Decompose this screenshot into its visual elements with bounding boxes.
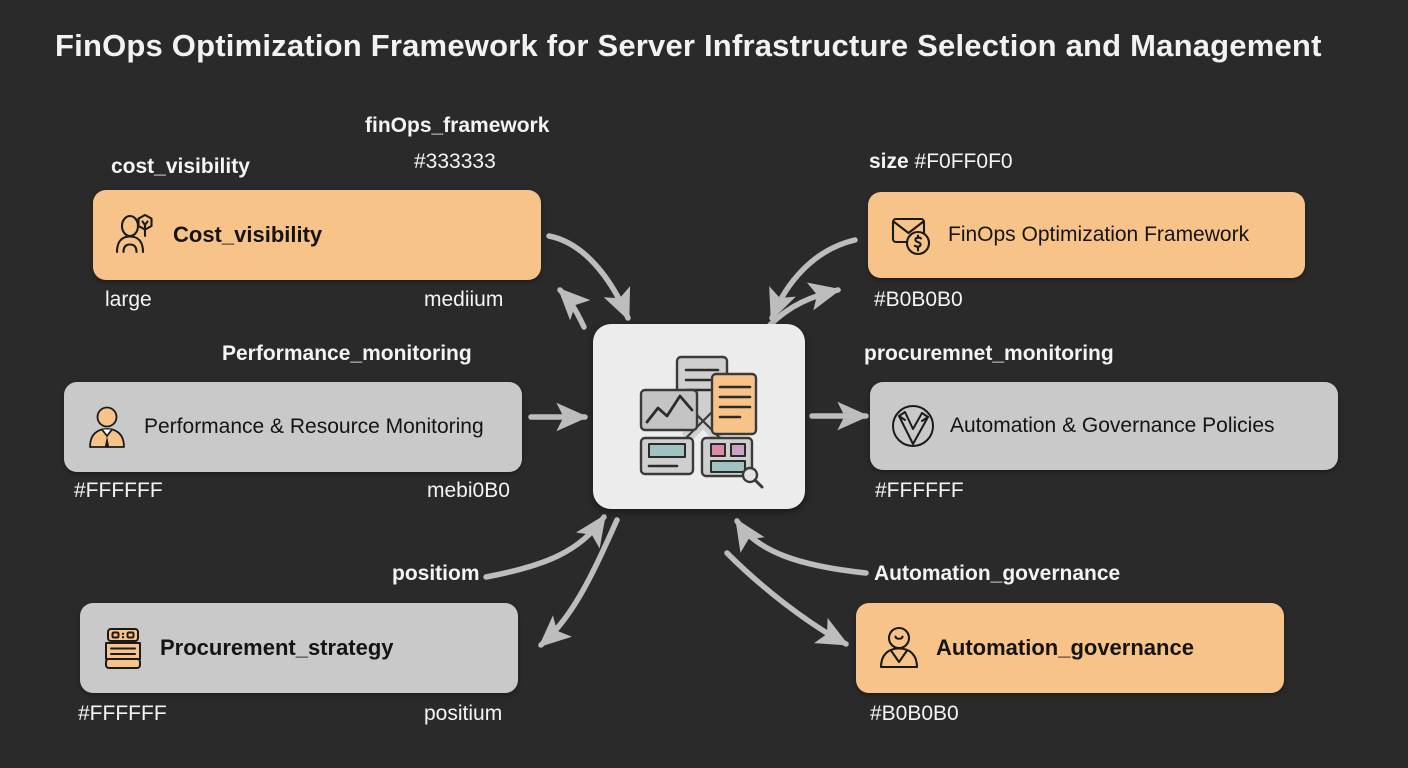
node-procuremnet-monitoring[interactable]: Automation & Governance Policies bbox=[870, 382, 1338, 470]
node-finops-framework-label: FinOps Optimization Framework bbox=[948, 223, 1250, 246]
edge-hub-to-automation-out bbox=[724, 550, 849, 647]
page-title: FinOps Optimization Framework for Server… bbox=[55, 28, 1322, 63]
automation-color-label: #B0B0B0 bbox=[870, 702, 959, 725]
node-procuremnet-monitoring-label: Automation & Governance Policies bbox=[950, 414, 1275, 437]
procurement-color-label: #FFFFFF bbox=[78, 702, 167, 725]
node-procurement-strategy-label: Procurement_strategy bbox=[160, 635, 394, 660]
node-automation-governance-label: Automation_governance bbox=[936, 635, 1194, 660]
procurement-strategy-key-label: positiom bbox=[392, 562, 480, 585]
cost-visibility-size-label: large bbox=[105, 288, 152, 311]
finops-size-caption: size #F0FF0F0 bbox=[869, 150, 1013, 174]
node-procurement-strategy[interactable]: Procurement_strategy bbox=[80, 603, 518, 693]
edge-hub-to-procurement-out bbox=[538, 517, 620, 648]
node-cost-visibility-label: Cost_visibility bbox=[173, 222, 323, 247]
edge-cost-visibility-to-hub-in bbox=[546, 233, 631, 322]
business-person-icon bbox=[80, 400, 134, 454]
server-rack-icon bbox=[96, 621, 150, 675]
node-automation-governance[interactable]: Automation_governance bbox=[856, 603, 1284, 693]
documents-charts-dashboard-icon bbox=[639, 355, 764, 488]
performance-mebi-label: mebi0B0 bbox=[427, 479, 510, 502]
finops-size-key: size bbox=[869, 150, 909, 173]
circle-check-swoosh-icon bbox=[886, 399, 940, 453]
procurement-positium-label: positium bbox=[424, 702, 503, 725]
node-performance-monitoring-label: Performance & Resource Monitoring bbox=[144, 415, 484, 438]
performance-monitoring-key-label: Performance_monitoring bbox=[222, 342, 472, 365]
edge-hub-to-cost-visibility-out bbox=[557, 287, 591, 330]
automation-governance-key-label: Automation_governance bbox=[874, 562, 1121, 585]
edge-procurement-to-hub-in bbox=[483, 514, 607, 580]
person-smile-icon bbox=[872, 621, 926, 675]
edge-hub-to-finops-out bbox=[767, 282, 842, 328]
procuremnet-color-label: #FFFFFF bbox=[875, 479, 964, 502]
finops-color-label: #B0B0B0 bbox=[874, 288, 963, 311]
cost-visibility-key-label: cost_visibility bbox=[111, 155, 250, 178]
envelope-dollar-icon bbox=[884, 208, 938, 262]
finops-framework-value-label: #333333 bbox=[414, 150, 496, 173]
node-cost-visibility[interactable]: Cost_visibility bbox=[93, 190, 541, 280]
procuremnet-monitoring-key-label: procuremnet_monitoring bbox=[864, 342, 1114, 365]
central-dashboard-hub[interactable] bbox=[593, 324, 805, 509]
node-performance-monitoring[interactable]: Performance & Resource Monitoring bbox=[64, 382, 522, 472]
node-finops-framework[interactable]: FinOps Optimization Framework bbox=[868, 192, 1305, 278]
cost-visibility-medium-label: mediium bbox=[424, 288, 504, 311]
edge-automation-to-hub-in bbox=[734, 518, 869, 576]
finops-framework-key-label: finOps_framework bbox=[365, 114, 550, 137]
person-with-badge-icon bbox=[109, 208, 163, 262]
edge-finops-to-hub-in bbox=[769, 237, 858, 322]
performance-color-label: #FFFFFF bbox=[74, 479, 163, 502]
finops-size-value: #F0FF0F0 bbox=[914, 150, 1013, 173]
